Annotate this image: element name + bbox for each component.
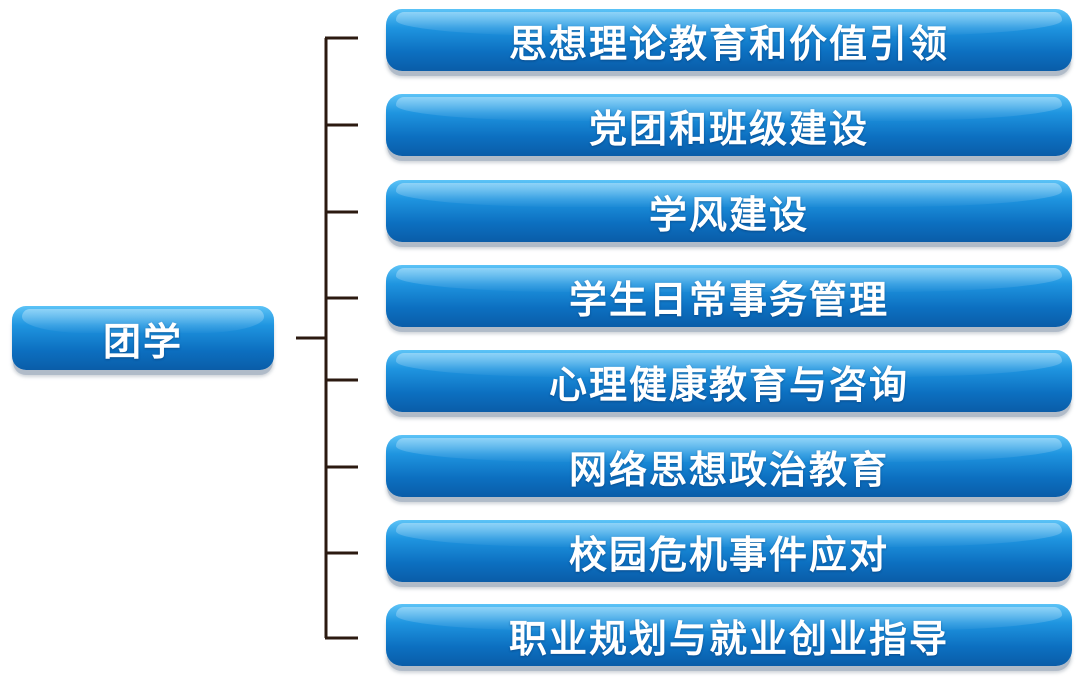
branch-node-label: 学风建设 bbox=[648, 192, 809, 237]
root-node: 团学 bbox=[12, 306, 274, 370]
branch-node-5: 心理健康教育与咨询 bbox=[386, 350, 1072, 412]
branch-node-7: 校园危机事件应对 bbox=[386, 520, 1072, 582]
branch-node-3: 学风建设 bbox=[386, 180, 1072, 242]
branch-node-label: 网络思想政治教育 bbox=[568, 447, 889, 492]
branch-node-label: 心理健康教育与咨询 bbox=[548, 362, 909, 407]
branch-node-label: 思想理论教育和价值引领 bbox=[508, 21, 949, 66]
branch-node-8: 职业规划与就业创业指导 bbox=[386, 604, 1072, 666]
branch-node-1: 思想理论教育和价值引领 bbox=[386, 9, 1072, 71]
branch-node-label: 职业规划与就业创业指导 bbox=[508, 616, 949, 661]
branch-node-label: 党团和班级建设 bbox=[588, 106, 869, 151]
branch-node-2: 党团和班级建设 bbox=[386, 94, 1072, 156]
branch-node-6: 网络思想政治教育 bbox=[386, 435, 1072, 497]
root-node-label: 团学 bbox=[102, 319, 183, 364]
branch-node-label: 校园危机事件应对 bbox=[568, 532, 889, 577]
branch-node-4: 学生日常事务管理 bbox=[386, 265, 1072, 327]
branch-node-label: 学生日常事务管理 bbox=[568, 277, 889, 322]
